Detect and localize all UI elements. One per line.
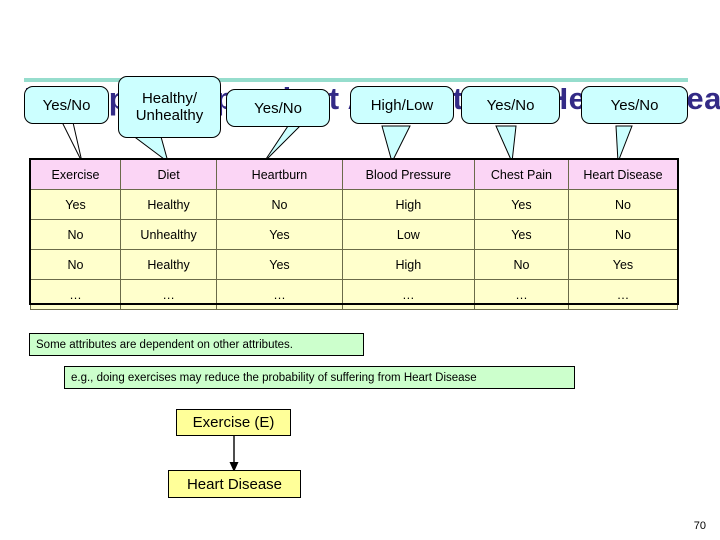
- callout-diet: Healthy/ Unhealthy: [118, 76, 221, 138]
- table-cell: …: [341, 279, 475, 310]
- table-cell: No: [567, 219, 679, 250]
- node-exercise: Exercise (E): [176, 409, 291, 436]
- table-cell: No: [473, 249, 569, 280]
- table-row: Yes Healthy No High Yes No: [29, 189, 679, 220]
- table-cell: …: [29, 279, 122, 310]
- callout-heartburn-label: Yes/No: [254, 99, 302, 117]
- table-row: No Healthy Yes High No Yes: [29, 249, 679, 280]
- table-cell: …: [216, 279, 343, 310]
- table-header-blood-pressure: Blood Pressure: [341, 159, 475, 190]
- node-heart-disease-label: Heart Disease: [186, 475, 283, 493]
- callout-blood-pressure: High/Low: [350, 86, 454, 124]
- table-header-heartburn: Heartburn: [216, 159, 343, 190]
- table-cell: Yes: [473, 189, 569, 220]
- callout-chest-pain-label: Yes/No: [486, 96, 535, 114]
- table-cell: High: [341, 189, 475, 220]
- table-header-row: Exercise Diet Heartburn Blood Pressure C…: [29, 159, 679, 190]
- callout-blood-pressure-label: High/Low: [370, 96, 434, 114]
- table-cell: …: [567, 279, 679, 310]
- table-cell: No: [29, 249, 122, 280]
- title-underline-rule: [24, 78, 688, 82]
- page-number: 70: [693, 520, 706, 532]
- callout-heart-disease-label: Yes/No: [610, 96, 659, 114]
- table-cell: Healthy: [120, 249, 218, 280]
- callout-tail-chest-pain: [495, 125, 517, 164]
- table-row: No Unhealthy Yes Low Yes No: [29, 219, 679, 250]
- callout-heart-disease: Yes/No: [581, 86, 688, 124]
- table-header-heart-disease: Heart Disease: [567, 159, 679, 190]
- table-cell: Yes: [216, 249, 343, 280]
- table-cell: No: [29, 219, 122, 250]
- note-example-exercise: e.g., doing exercises may reduce the pro…: [64, 366, 575, 389]
- table-cell: Unhealthy: [120, 219, 218, 250]
- table-cell: No: [567, 189, 679, 220]
- table-cell: No: [216, 189, 343, 220]
- table-cell: …: [120, 279, 218, 310]
- callout-exercise: Yes/No: [24, 86, 109, 124]
- callout-tail-heart-disease: [615, 125, 633, 163]
- node-heart-disease: Heart Disease: [168, 470, 301, 498]
- table-cell: Yes: [29, 189, 122, 220]
- note-example-exercise-text: e.g., doing exercises may reduce the pro…: [71, 371, 477, 384]
- callout-diet-label: Healthy/ Unhealthy: [135, 90, 204, 124]
- table-header-exercise: Exercise: [29, 159, 122, 190]
- attribute-data-table: Exercise Diet Heartburn Blood Pressure C…: [29, 159, 679, 310]
- table-cell: Healthy: [120, 189, 218, 220]
- table-cell: Low: [341, 219, 475, 250]
- table-cell: Yes: [567, 249, 679, 280]
- table-row-ellipsis: … … … … … …: [29, 279, 679, 310]
- table-header-diet: Diet: [120, 159, 218, 190]
- dependency-edge-arrow: [229, 436, 239, 472]
- table-cell: High: [341, 249, 475, 280]
- table-cell: …: [473, 279, 569, 310]
- callout-heartburn: Yes/No: [226, 89, 330, 127]
- node-exercise-label: Exercise (E): [192, 414, 275, 431]
- callout-exercise-label: Yes/No: [42, 96, 91, 114]
- callout-chest-pain: Yes/No: [461, 86, 560, 124]
- note-dependent-attributes: Some attributes are dependent on other a…: [29, 333, 364, 356]
- table-cell: Yes: [216, 219, 343, 250]
- table-header-chest-pain: Chest Pain: [473, 159, 569, 190]
- callout-tail-blood-pressure: [381, 125, 411, 164]
- table-cell: Yes: [473, 219, 569, 250]
- note-dependent-attributes-text: Some attributes are dependent on other a…: [36, 338, 293, 351]
